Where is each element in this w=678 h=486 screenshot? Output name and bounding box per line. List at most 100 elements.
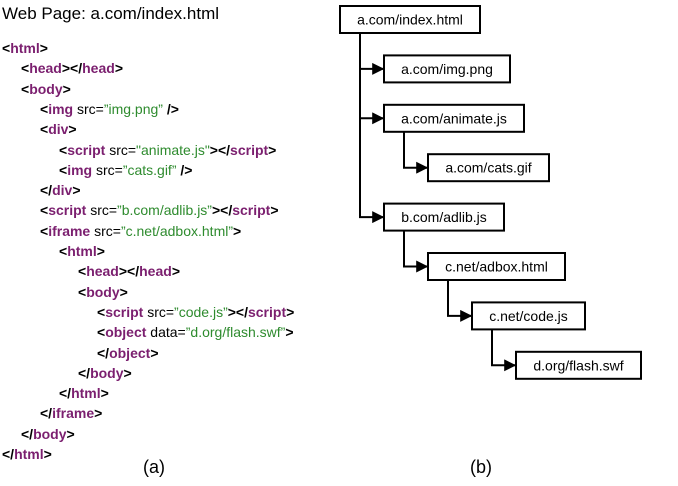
tree-node-cats: a.com/cats.gif	[427, 153, 550, 183]
tree-node-label: c.net/code.js	[489, 308, 568, 324]
code-punctuation: </	[21, 425, 34, 442]
code-attr-name: data=	[146, 324, 186, 341]
code-tag-name: head	[139, 263, 172, 280]
code-punctuation: >	[285, 324, 294, 341]
tree-node-code: c.net/code.js	[471, 301, 586, 331]
code-punctuation: >	[119, 283, 128, 300]
code-punctuation: <	[40, 121, 49, 138]
code-punctuation: ></	[209, 141, 231, 158]
code-attr-value: ”d.org/flash.swf”	[185, 324, 286, 341]
code-attr-value: ”cats.gif”	[122, 161, 177, 178]
code-punctuation: >	[72, 182, 81, 199]
code-punctuation: />	[176, 161, 193, 178]
code-punctuation: >	[171, 263, 180, 280]
code-punctuation: ></	[61, 60, 83, 77]
code-line: </div>	[40, 180, 81, 200]
code-punctuation: <	[78, 283, 87, 300]
code-punctuation: <	[59, 161, 68, 178]
code-punctuation: >	[114, 60, 123, 77]
code-attr-value: ”b.com/adlib.js”	[117, 202, 212, 219]
code-punctuation: ></	[211, 202, 233, 219]
caption-a: (a)	[143, 457, 165, 477]
code-line: </object>	[97, 343, 159, 363]
code-line: <div>	[40, 119, 77, 139]
code-line: <iframe src=”c.net/adbox.html”>	[40, 221, 241, 241]
page-title: Web Page: a.com/index.html	[2, 4, 220, 23]
code-line: <head></head>	[21, 58, 123, 78]
tree-node-adlib: b.com/adlib.js	[383, 202, 505, 232]
tree-node-box	[427, 252, 566, 281]
code-punctuation: >	[270, 202, 279, 219]
tree-edge-adlib-to-adbox	[403, 230, 429, 273]
code-attr-value: ”code.js”	[174, 303, 228, 320]
code-punctuation: >	[123, 364, 132, 381]
code-punctuation: <	[59, 243, 68, 259]
tree-node-label: a.com/cats.gif	[445, 160, 531, 176]
code-tag-name: div	[52, 182, 73, 199]
code-line: </body>	[78, 363, 132, 383]
code-tag-name: body	[90, 364, 124, 381]
code-tag-name: html	[14, 446, 44, 462]
code-tag-name: script	[230, 141, 269, 158]
code-punctuation: <	[21, 60, 30, 77]
caption-b: (b)	[470, 457, 492, 477]
code-tag-name: div	[48, 121, 69, 138]
code-line: <img src=”img.png” />	[40, 99, 179, 119]
tree-edge-root-to-animate	[359, 33, 385, 125]
code-punctuation: >	[39, 40, 48, 56]
code-punctuation: >	[268, 141, 277, 158]
tree-node-label: a.com/img.png	[401, 61, 493, 77]
code-line: </body>	[21, 424, 75, 444]
code-attr-name: src=	[73, 100, 104, 117]
code-punctuation: >	[94, 405, 103, 422]
code-attr-name: src=	[105, 141, 137, 158]
code-attr-name: src=	[86, 202, 118, 219]
tree-node-label: a.com/index.html	[357, 12, 463, 28]
code-attr-name: src=	[90, 222, 121, 239]
tree-edge-animate-to-cats	[403, 131, 429, 174]
code-line: <head></head>	[78, 261, 180, 281]
tree-edge-adbox-to-code	[447, 280, 473, 322]
code-attr-name: src=	[92, 161, 123, 178]
code-tag-name: head	[86, 263, 119, 280]
code-punctuation: <	[97, 324, 106, 341]
code-tag-name: object	[105, 324, 147, 341]
tree-node-box	[471, 301, 586, 331]
code-tag-name: object	[109, 344, 151, 361]
code-punctuation: </	[78, 364, 91, 381]
code-line: <body>	[78, 282, 128, 302]
code-punctuation: >	[233, 222, 242, 239]
tree-node-label: c.net/adbox.html	[445, 259, 548, 275]
tree-node-box	[515, 350, 642, 380]
tree-node-box	[383, 103, 525, 133]
tree-node-adbox: c.net/adbox.html	[427, 252, 566, 281]
code-punctuation: ></	[118, 263, 140, 280]
code-tag-name: body	[33, 425, 67, 442]
code-punctuation: <	[21, 80, 30, 97]
code-tag-name: img	[48, 100, 74, 117]
code-line: <script src="animate.js"></script>	[59, 140, 276, 160]
tree-node-box	[383, 202, 505, 232]
code-punctuation: <	[40, 202, 49, 219]
code-line: <script src=”b.com/adlib.js”></script>	[40, 200, 279, 220]
code-attr-value: "animate.js"	[136, 141, 210, 158]
code-line: <object data=”d.org/flash.swf”>	[97, 322, 294, 342]
code-line: <img src=”cats.gif” />	[59, 160, 192, 180]
code-attr-value: ”c.net/adbox.html”	[120, 222, 234, 239]
code-line: <body>	[21, 79, 71, 99]
tree-node-root: a.com/index.html	[339, 5, 481, 34]
tree-node-box	[383, 54, 511, 84]
code-line: </iframe>	[40, 403, 102, 423]
code-tag-name: script	[105, 303, 144, 320]
code-tag-name: head	[29, 60, 62, 77]
code-tag-name: iframe	[52, 405, 95, 422]
tree-node-label: b.com/adlib.js	[401, 209, 487, 225]
code-tag-name: html	[67, 243, 97, 259]
tree-edge-root-to-adlib	[359, 33, 385, 224]
code-punctuation: >	[286, 303, 295, 320]
code-punctuation: >	[100, 385, 109, 402]
code-punctuation: />	[162, 100, 179, 117]
code-punctuation: ></	[227, 303, 248, 320]
code-punctuation: <	[97, 303, 106, 320]
